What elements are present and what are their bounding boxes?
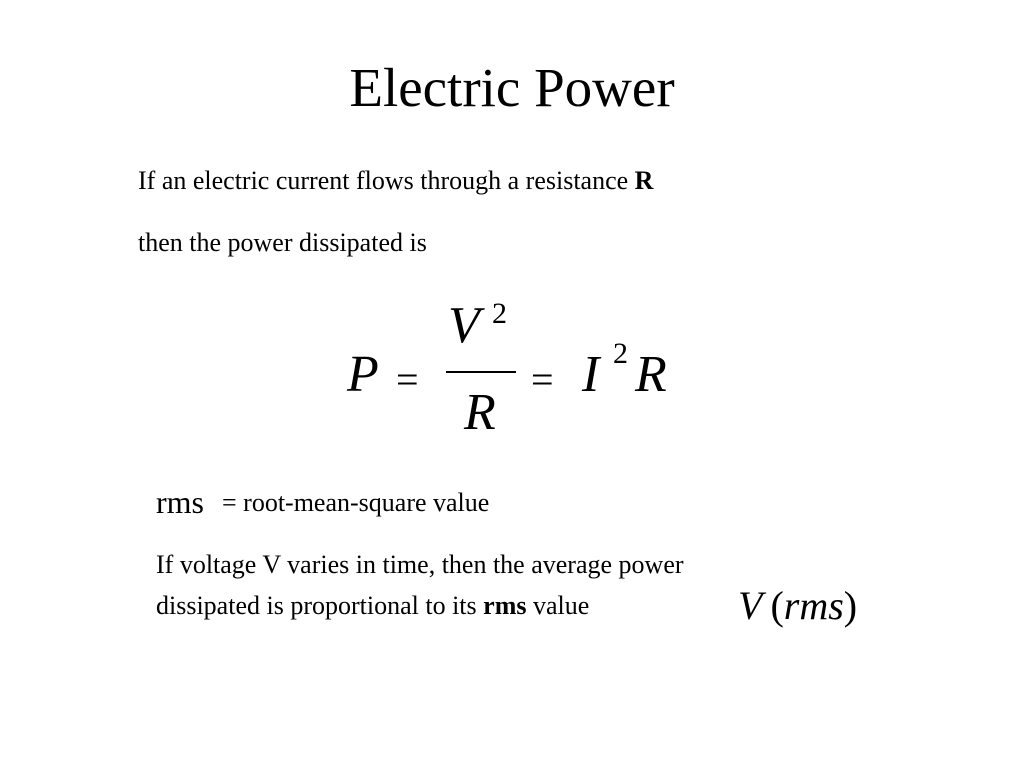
- intro-line-1: If an electric current flows through a r…: [138, 165, 653, 197]
- paragraph-line-2-text: dissipated is proportional to its: [156, 591, 484, 620]
- formula-denominator-resistance: R: [464, 384, 496, 441]
- formula-equals-2: =: [531, 357, 554, 402]
- v-rms-variable: V: [738, 583, 763, 628]
- rms-term: rms: [156, 484, 204, 520]
- rms-bold-word: rms: [483, 591, 527, 620]
- formula-equals-1: =: [396, 357, 419, 402]
- rms-definition-text: = root-mean-square value: [222, 488, 490, 517]
- resistance-symbol-bold: R: [634, 166, 654, 195]
- paragraph-line-2-end: value: [526, 591, 590, 620]
- v-rms-close-paren: ): [843, 583, 858, 628]
- v-rms-subscript-text: rms: [783, 583, 844, 628]
- formula-current: I: [582, 346, 600, 403]
- formula-fraction-bar: [446, 371, 516, 373]
- formula-numerator-exponent: 2: [492, 297, 507, 330]
- slide-title: Electric Power: [349, 57, 675, 118]
- formula-resistance: R: [635, 346, 667, 403]
- intro-line-2: then the power dissipated is: [138, 228, 427, 257]
- formula-current-exponent: 2: [613, 337, 628, 370]
- formula-power-symbol: P: [347, 346, 379, 403]
- paragraph-line-2: dissipated is proportional to its rms va…: [156, 590, 589, 622]
- paragraph-line-1: If voltage V varies in time, then the av…: [156, 550, 684, 579]
- v-rms-expression: V(rms): [738, 582, 857, 630]
- v-rms-open-paren: (: [770, 583, 784, 628]
- intro-line-1-text: If an electric current flows through a r…: [138, 166, 635, 195]
- formula-numerator-voltage: V: [448, 297, 480, 354]
